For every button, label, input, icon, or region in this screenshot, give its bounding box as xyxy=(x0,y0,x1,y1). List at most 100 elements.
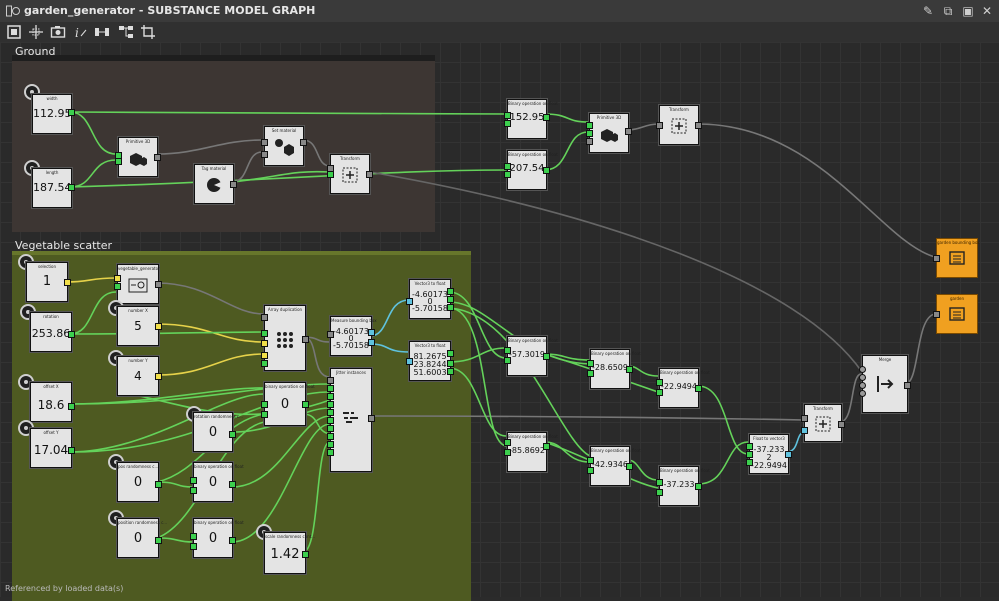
output-port[interactable] xyxy=(904,382,911,389)
output-port[interactable] xyxy=(155,323,162,330)
input-port[interactable] xyxy=(327,385,334,392)
camera-icon[interactable] xyxy=(50,24,66,40)
output-port[interactable] xyxy=(68,184,75,191)
node-binary-op[interactable]: Binary operation on float -28.6509 xyxy=(587,349,641,389)
node-number-y[interactable]: number Y 4 xyxy=(117,356,162,396)
node-rotation-randomness[interactable]: rotation randomness c... 0 xyxy=(193,412,243,452)
input-port[interactable] xyxy=(261,151,268,158)
node-primitive-3d[interactable]: Primitive 3D xyxy=(586,113,632,153)
node-binary-op[interactable]: binary operation on float 0 xyxy=(190,462,244,502)
frame-all-icon[interactable] xyxy=(6,24,22,40)
output-port[interactable] xyxy=(447,288,454,295)
pin-icon[interactable]: ✎ xyxy=(922,4,934,18)
input-port[interactable] xyxy=(504,171,511,178)
output-port[interactable] xyxy=(368,329,375,336)
hierarchy-icon[interactable] xyxy=(118,24,134,40)
input-port[interactable] xyxy=(587,370,594,377)
input-port[interactable] xyxy=(859,390,866,397)
output-port[interactable] xyxy=(695,483,702,490)
input-port[interactable] xyxy=(327,417,334,424)
output-port[interactable] xyxy=(447,296,454,303)
input-port[interactable] xyxy=(327,331,334,338)
output-garden[interactable]: garden xyxy=(933,294,978,334)
input-port[interactable] xyxy=(327,409,334,416)
input-port[interactable] xyxy=(746,443,753,450)
output-port[interactable] xyxy=(230,181,237,188)
node-transform[interactable]: Transform xyxy=(656,105,702,145)
input-port[interactable] xyxy=(504,120,511,127)
node-offset-y[interactable]: offset Y 17.04 xyxy=(30,428,75,468)
node-binary-op[interactable]: Binary operation on float -37.233 xyxy=(656,466,710,506)
output-port[interactable] xyxy=(302,336,309,343)
output-port[interactable] xyxy=(447,304,454,311)
output-port[interactable] xyxy=(302,551,309,558)
input-port[interactable] xyxy=(261,411,268,418)
output-port[interactable] xyxy=(838,421,845,428)
node-binary-op[interactable]: Binary operation on float -85.8692 xyxy=(504,432,558,472)
output-garden-bounding-box[interactable]: garden bounding box xyxy=(933,238,980,278)
input-port[interactable] xyxy=(859,366,866,373)
maximize-icon[interactable]: ▣ xyxy=(962,4,974,18)
node-binary-op[interactable]: Binary operation on float -57.3019 xyxy=(504,336,558,376)
input-port[interactable] xyxy=(327,393,334,400)
input-port[interactable] xyxy=(504,439,511,446)
node-measure-bounding-box[interactable]: Measure bounding box -4.60173 0 -5.70158 xyxy=(327,316,377,356)
input-port[interactable] xyxy=(114,283,121,290)
input-port[interactable] xyxy=(587,467,594,474)
node-binary-op[interactable]: binary operation on float 0 xyxy=(190,518,244,558)
input-port[interactable] xyxy=(504,112,511,119)
output-port[interactable] xyxy=(155,537,162,544)
input-port[interactable] xyxy=(504,163,511,170)
input-port[interactable] xyxy=(801,415,808,422)
input-port[interactable] xyxy=(586,138,593,145)
node-vegetable-generator[interactable]: vegetable_generator xyxy=(114,264,162,304)
input-port[interactable] xyxy=(656,489,663,496)
input-port[interactable] xyxy=(656,389,663,396)
node-length[interactable]: length 187.54 xyxy=(32,168,75,208)
input-port[interactable] xyxy=(406,358,413,365)
input-port[interactable] xyxy=(586,130,593,137)
node-binary-op[interactable]: Binary operation on float 152.95 xyxy=(504,99,558,139)
output-port[interactable] xyxy=(300,139,307,146)
output-port[interactable] xyxy=(229,481,236,488)
input-port[interactable] xyxy=(261,352,268,359)
input-port[interactable] xyxy=(261,401,268,408)
input-port[interactable] xyxy=(261,139,268,146)
input-port[interactable] xyxy=(114,275,121,282)
output-port[interactable] xyxy=(543,167,550,174)
input-port[interactable] xyxy=(190,533,197,540)
input-port[interactable] xyxy=(327,171,334,178)
graph-canvas[interactable]: Ground Vegetable scatter xyxy=(0,42,999,601)
input-port[interactable] xyxy=(859,374,866,381)
input-port[interactable] xyxy=(190,487,197,494)
node-vector3-to-float[interactable]: Vector3 to float -4.60173 0 -5.70158 xyxy=(406,279,454,319)
node-primitive-3d[interactable]: Primitive 3D xyxy=(115,137,161,177)
node-float-to-vector3[interactable]: Float to vector3 -37.233 2 -22.9494 xyxy=(746,434,792,474)
output-port[interactable] xyxy=(447,360,454,367)
output-port[interactable] xyxy=(64,279,71,286)
input-port[interactable] xyxy=(261,314,268,321)
node-vector3-to-float[interactable]: Vector3 to float 81.2675 23.8244 51.6003 xyxy=(406,341,454,381)
output-port[interactable] xyxy=(695,385,702,392)
input-port[interactable] xyxy=(115,158,122,165)
input-port[interactable] xyxy=(327,441,334,448)
output-port[interactable] xyxy=(626,463,633,470)
output-port[interactable] xyxy=(695,122,702,129)
output-port[interactable] xyxy=(154,154,161,161)
output-port[interactable] xyxy=(155,281,162,288)
close-icon[interactable]: ✕ xyxy=(981,4,993,18)
input-port[interactable] xyxy=(190,543,197,550)
input-port[interactable] xyxy=(933,255,940,262)
input-port[interactable] xyxy=(504,449,511,456)
output-port[interactable] xyxy=(543,114,550,121)
crop-icon[interactable] xyxy=(140,24,156,40)
input-port[interactable] xyxy=(327,449,334,456)
output-port[interactable] xyxy=(626,366,633,373)
node-rotation[interactable]: rotation 253.86 xyxy=(30,312,75,352)
output-port[interactable] xyxy=(366,171,373,178)
output-port[interactable] xyxy=(543,443,550,450)
output-port[interactable] xyxy=(447,368,454,375)
input-port[interactable] xyxy=(327,401,334,408)
input-port[interactable] xyxy=(504,347,511,354)
node-width[interactable]: width 112.95 xyxy=(32,94,75,134)
